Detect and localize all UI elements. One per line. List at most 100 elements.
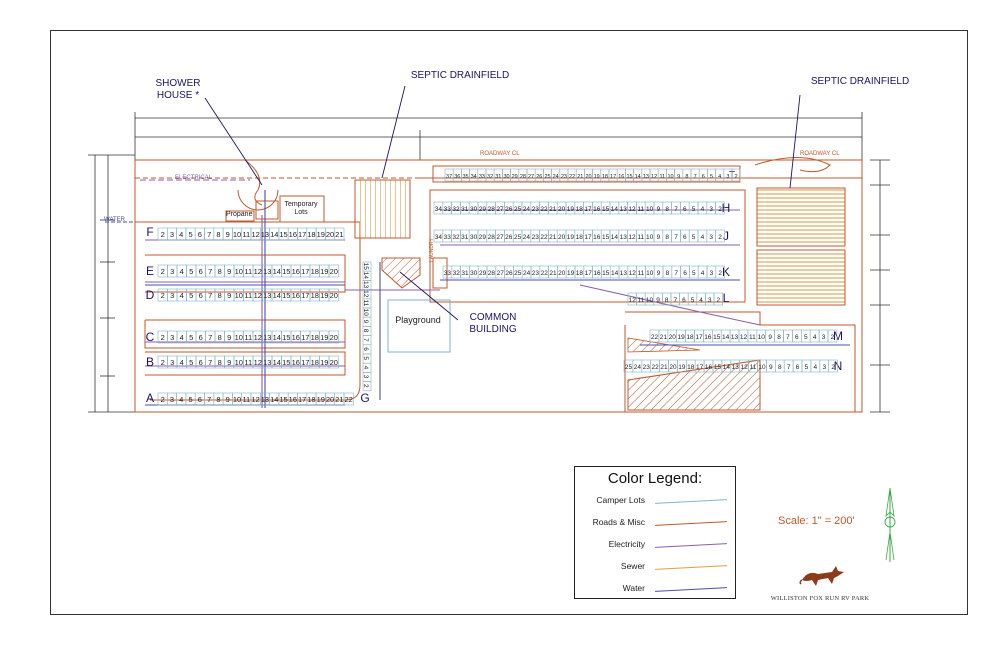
lot-number: 34 [435, 234, 443, 241]
row-letter: G [360, 391, 369, 405]
lot-number: 31 [461, 234, 469, 241]
lot-number: 9 [677, 174, 680, 180]
lot-number: 7 [362, 338, 369, 342]
lot-number: 3 [170, 291, 174, 300]
camper-lot [827, 329, 838, 343]
lot-number: 9 [657, 234, 661, 241]
color-legend: Color Legend: Camper Lots Roads & Misc E… [574, 466, 736, 599]
lot-number: 29 [512, 174, 518, 180]
lot-number: 4 [701, 234, 705, 241]
lot-number: 32 [452, 234, 460, 241]
lot-number: 4 [179, 230, 183, 239]
lot-number: 19 [320, 333, 328, 342]
lot-number: 21 [660, 364, 668, 371]
lot-number: 7 [208, 358, 212, 367]
lot-number: 16 [292, 333, 300, 342]
lot-number: 9 [768, 334, 772, 341]
lot-number: 19 [678, 364, 686, 371]
lot-number: 17 [696, 364, 704, 371]
lot-number: 9 [657, 270, 661, 277]
lot-number: 4 [718, 174, 721, 180]
lot-number: 3 [170, 333, 174, 342]
lot-number: 9 [769, 364, 773, 371]
lot-number: 19 [678, 334, 686, 341]
lot-number: 14 [611, 270, 619, 277]
lot-number: 3 [170, 267, 174, 276]
lot-number: 12 [628, 234, 636, 241]
lot-number: 15 [282, 333, 290, 342]
lot-number: 15 [713, 334, 721, 341]
lot-number: 26 [505, 234, 513, 241]
lot-number: 5 [189, 267, 193, 276]
lot-number: 20 [669, 364, 677, 371]
lot-number: 5 [692, 270, 696, 277]
lot-number: 14 [273, 267, 281, 276]
lot-number: 15 [714, 364, 722, 371]
lot-number: 19 [594, 174, 600, 180]
lot-number: 2 [161, 267, 165, 276]
camper-lot [328, 288, 339, 302]
row-letter: B [146, 355, 154, 369]
lot-number: 25 [625, 364, 633, 371]
lot-number: 18 [576, 234, 584, 241]
lot-number: 13 [620, 270, 628, 277]
lot-number: 11 [638, 270, 645, 277]
lot-number: 2 [718, 234, 722, 241]
lot-number: 20 [558, 270, 566, 277]
lot-number: 16 [593, 234, 601, 241]
lot-number: 13 [620, 206, 628, 213]
lot-number: 20 [585, 174, 591, 180]
lot-number: 5 [691, 297, 695, 304]
lot-number: 5 [805, 364, 809, 371]
roadway-label-top: ROADWAY CL [480, 151, 520, 157]
lot-number: 7 [208, 267, 212, 276]
row-letter: M [833, 329, 843, 343]
lot-number: 14 [611, 206, 619, 213]
lot-number: 11 [244, 267, 252, 276]
lot-number: 3 [822, 364, 826, 371]
lot-number: 3 [709, 234, 713, 241]
drawing-frame [50, 30, 968, 615]
lot-number: 11 [242, 230, 250, 239]
legend-label: Sewer [620, 561, 645, 571]
lot-number: 12 [741, 364, 749, 371]
legend-label: Water [622, 583, 645, 593]
lot-number: 12 [254, 333, 262, 342]
lot-number: 2 [161, 333, 165, 342]
lot-number: 6 [682, 297, 686, 304]
lot-number: 37 [446, 174, 452, 180]
lot-number: 31 [461, 206, 469, 213]
common-building-label: COMMON BUILDING [469, 312, 517, 335]
lot-number: 12 [254, 267, 262, 276]
lot-number: 13 [362, 281, 369, 289]
lot-number: 20 [330, 267, 338, 276]
lot-number: 20 [330, 358, 338, 367]
lot-number: 5 [189, 333, 193, 342]
lot-number: 18 [576, 206, 584, 213]
legend-item-sewer: Sewer [575, 561, 735, 577]
lot-number: 5 [692, 206, 696, 213]
lot-number: 18 [602, 174, 608, 180]
lot-number: 6 [199, 333, 203, 342]
lot-number: 17 [298, 395, 306, 404]
lot-number: 7 [207, 395, 211, 404]
lot-number: 6 [683, 234, 687, 241]
lot-number: 4 [179, 395, 183, 404]
north-arrow-icon [884, 487, 896, 562]
playground-label: Playground [395, 315, 441, 325]
lot-number: 23 [532, 234, 540, 241]
propane-label: Propane [226, 211, 253, 218]
lot-number: 16 [289, 230, 297, 239]
lot-number: 6 [796, 364, 800, 371]
lot-number: 10 [235, 333, 243, 342]
lot-number: 17 [301, 267, 309, 276]
lot-number: 14 [722, 334, 730, 341]
lot-number: 16 [292, 291, 300, 300]
lot-number: 36 [454, 174, 460, 180]
roadway-label-right: ROADWAY CL [800, 151, 840, 157]
lot-number: 13 [263, 333, 271, 342]
lot-number: 19 [567, 234, 575, 241]
